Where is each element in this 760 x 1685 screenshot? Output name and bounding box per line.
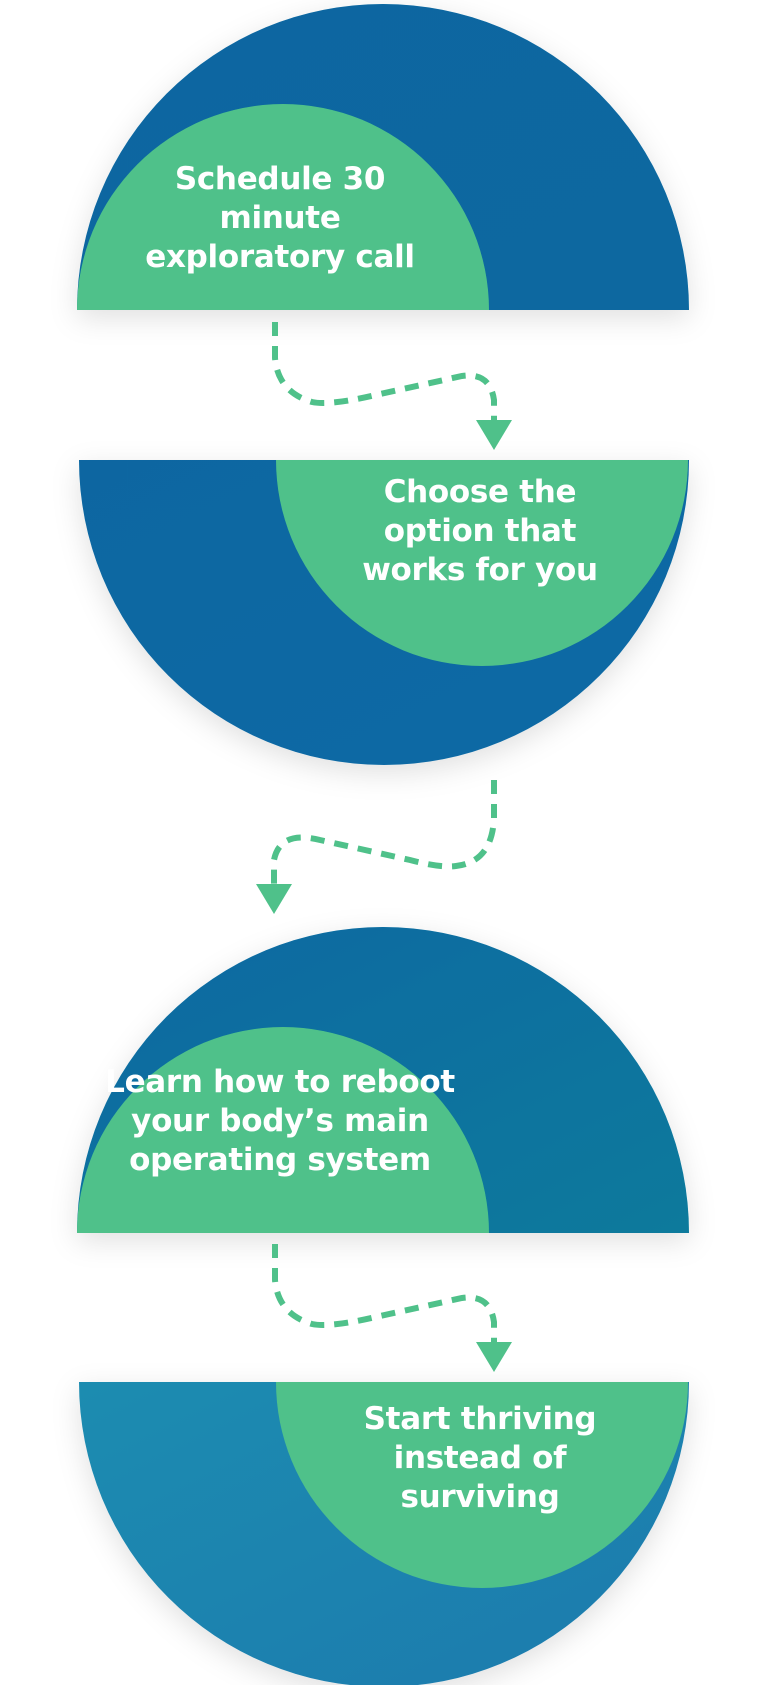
- step-4-label: Start thriving instead of surviving: [363, 1401, 597, 1515]
- connector-2-dashed-arrow-icon: [271, 780, 497, 884]
- step-3-label: Learn how to reboot your body’s main ope…: [105, 1064, 455, 1178]
- step-1-shape: [77, 4, 689, 310]
- step-2-green-semicircle: [276, 460, 688, 666]
- step-1-green-semicircle: [77, 104, 489, 310]
- connector-2-arrowhead-icon: [256, 884, 292, 914]
- step-4-green-semicircle: [276, 1382, 688, 1588]
- step-1-label: Schedule 30 minute exploratory call: [145, 161, 415, 275]
- step-4-shape: [79, 1382, 689, 1685]
- connector-3-arrowhead-icon: [476, 1342, 512, 1372]
- connector-1-arrowhead-icon: [476, 420, 512, 450]
- step-3-shape: [77, 927, 689, 1233]
- connector-3-dashed-arrow-icon: [272, 1244, 497, 1342]
- step-2-label: Choose the option that works for you: [362, 474, 598, 588]
- step-3-green-semicircle: [77, 1027, 489, 1233]
- step-2-shape: [79, 460, 689, 765]
- connector-1-dashed-arrow-icon: [272, 322, 497, 420]
